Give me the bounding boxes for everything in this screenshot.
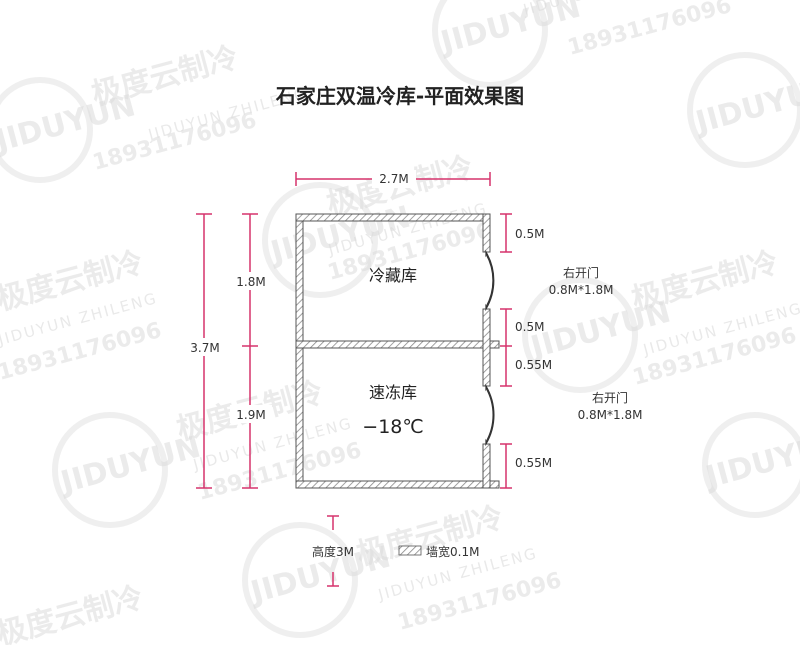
door-lower-side-label: 右开门: [592, 390, 628, 405]
watermark-brand: 极度云制冷: [628, 245, 782, 318]
dimension-lower-height-label: 1.9M: [236, 408, 265, 422]
room-lower-temperature: −18℃: [362, 416, 423, 438]
diagram-title: 石家庄双温冷库-平面效果图: [275, 84, 524, 108]
watermark-logo: JIDUYUN: [432, 0, 584, 88]
dimension-split-heights: 1.8M 1.9M: [230, 213, 272, 489]
dimension-width-label: 2.7M: [379, 172, 408, 186]
legend-height-marker: [327, 515, 339, 587]
dimension-total-height-label: 3.7M: [190, 341, 219, 355]
dimension-right-side: 0.5M 0.5M 0.55M 0.55M: [500, 213, 552, 489]
room-lower-name: 速冻库: [369, 383, 417, 402]
legend-wall-swatch: [398, 545, 422, 556]
door-lower-size-label: 0.8M*1.8M: [578, 408, 643, 422]
svg-text:JIDUYUN: JIDUYUN: [690, 70, 800, 141]
dimension-width: 2.7M: [295, 170, 491, 188]
watermark-phone: 18931176096: [565, 0, 734, 61]
door-upper-size-label: 0.8M*1.8M: [549, 283, 614, 297]
room-upper-name: 冷藏库: [369, 266, 417, 285]
legend-height-label: 高度3M: [312, 544, 354, 559]
watermark-brand: 极度云制冷: [0, 580, 147, 645]
watermark-brand: 极度云制冷: [88, 40, 242, 113]
watermark-logo: JIDUYUN: [687, 52, 800, 168]
dimension-upper-height-label: 1.8M: [236, 275, 265, 289]
door-lower: [485, 383, 495, 447]
dimension-right-mid-upper-label: 0.5M: [515, 320, 544, 334]
dimension-right-top-label: 0.5M: [515, 227, 544, 241]
dimension-right-mid-lower-label: 0.55M: [515, 358, 552, 372]
door-upper-side-label: 右开门: [563, 265, 599, 280]
legend-wall-label: 墙宽0.1M: [426, 544, 479, 559]
cold-room-walls: [295, 213, 500, 489]
dimension-right-bottom-label: 0.55M: [515, 456, 552, 470]
dimension-total-height: 3.7M: [184, 213, 226, 489]
door-upper: [485, 249, 495, 312]
watermark-logo: JIDUYUN: [700, 412, 800, 518]
